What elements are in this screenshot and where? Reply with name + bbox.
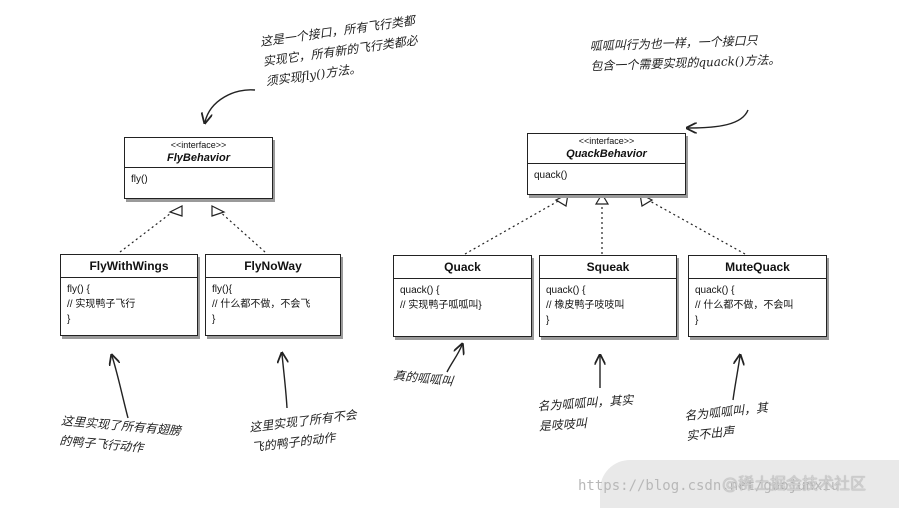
squeak-class: Squeak quack() { // 橡皮鸭子吱吱叫 } [539,255,677,337]
fly-with-wings-name: FlyWithWings [61,255,197,278]
code-line: // 橡皮鸭子吱吱叫 [546,300,625,311]
arrow-fly-with-wings [112,356,129,419]
watermark-brand: @稀土掘金技术社区 [722,474,867,493]
quack-behavior-interface: <<interface>> QuackBehavior quack() [527,133,686,195]
mute-quack-class: MuteQuack quack() { // 什么都不做，不会叫 } [688,255,827,337]
code-line: } [695,315,699,326]
quack-body: quack() { // 实现鸭子呱呱叫} [394,279,531,317]
quack-inherit-triangle-right [639,192,654,207]
code-line: } [212,314,216,325]
code-line: quack() { [695,285,735,296]
quack-interface-name: QuackBehavior [566,148,647,160]
quack-behavior-header: <<interface>> QuackBehavior [528,134,685,164]
code-line: quack() { [400,285,440,296]
quack-realization-lines [464,192,746,255]
mute-quack-name: MuteQuack [689,256,826,279]
watermark-shape [600,460,899,508]
arrow-fly-no-way [282,354,287,409]
fly-behavior-interface: <<interface>> FlyBehavior fly() [124,137,273,199]
arrow-quack-interface [688,109,749,128]
fly-no-way-name: FlyNoWay [206,255,340,278]
watermark-url: https://blog.csdn.net/guojunxiu [578,478,840,494]
fly-interface-name: FlyBehavior [167,152,230,164]
quack-name: Quack [394,256,531,279]
code-line: fly() { [67,284,90,295]
squeak-name: Squeak [540,256,676,279]
quack-interface-method: quack() [534,170,568,181]
code-line: fly(){ [212,284,232,295]
code-line: } [67,314,71,325]
annotation-arrows [112,89,749,419]
squeak-body: quack() { // 橡皮鸭子吱吱叫 } [540,279,676,332]
arrow-mute-quack [732,356,740,401]
fly-no-way-body: fly(){ // 什么都不做，不会飞 } [206,278,340,331]
fly-with-wings-body: fly() { // 实现鸭子飞行 } [61,278,197,331]
fly-inherit-triangle-left [168,205,183,217]
quack-inherit-triangle-left [554,192,569,207]
code-line: // 什么都不做，不会飞 [212,299,311,310]
mute-quack-body: quack() { // 什么都不做，不会叫 } [689,279,826,332]
quack-class: Quack quack() { // 实现鸭子呱呱叫} [393,255,532,337]
fly-interface-method: fly() [131,174,148,185]
arrow-fly-interface [205,89,256,122]
fly-interface-stereotype: <<interface>> [170,140,227,150]
code-line: // 实现鸭子飞行 [67,299,136,310]
code-line: } [546,315,550,326]
code-line: quack() { [546,285,586,296]
quack-inherit-triangle-mid [594,192,610,205]
fly-behavior-header: <<interface>> FlyBehavior [125,138,272,168]
code-line: // 什么都不做，不会叫 [695,300,794,311]
fly-inherit-triangle-right [211,205,226,217]
arrow-quack [446,345,462,373]
fly-realization-lines [119,205,266,253]
fly-no-way-class: FlyNoWay fly(){ // 什么都不做，不会飞 } [205,254,341,336]
fly-with-wings-class: FlyWithWings fly() { // 实现鸭子飞行 } [60,254,198,336]
code-line: // 实现鸭子呱呱叫} [400,300,482,311]
quack-interface-stereotype: <<interface>> [578,136,635,146]
